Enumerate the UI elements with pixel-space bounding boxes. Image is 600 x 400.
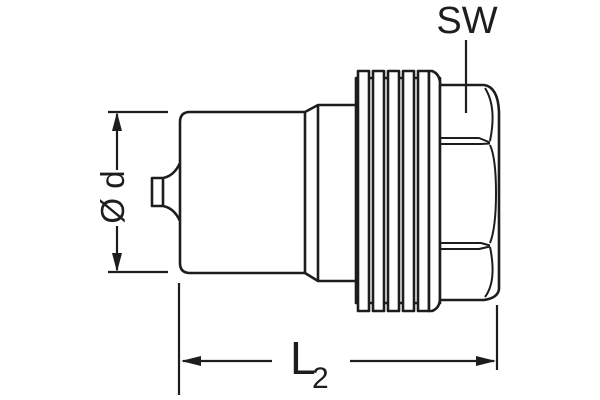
sleeve-body <box>178 110 307 275</box>
collar <box>304 103 359 283</box>
length-label-subscript: 2 <box>312 362 329 395</box>
hex-facet-line <box>440 142 491 145</box>
hex-chamfer-arc <box>489 144 497 244</box>
thread-ridge <box>416 69 431 313</box>
arrowhead-left <box>181 356 201 366</box>
thread-ridge <box>356 69 371 313</box>
thread-ridge <box>386 69 401 313</box>
hex-facet-lines <box>440 87 497 298</box>
length-dimension <box>177 283 499 395</box>
hex-chamfer-arc <box>484 246 494 298</box>
arrowhead-down <box>112 253 122 272</box>
thread-runout <box>427 69 442 313</box>
diameter-label: Ø d <box>94 170 131 223</box>
hex-facet-line <box>440 245 491 250</box>
arrowhead-right <box>476 356 496 366</box>
hex-facet-line <box>440 137 491 144</box>
arrowhead-up <box>112 112 122 131</box>
length-label: L <box>290 332 316 384</box>
thread-ridges <box>356 69 442 313</box>
hex-chamfer-arc <box>484 87 494 142</box>
sw-label: SW <box>436 0 497 42</box>
hex-facet-line <box>440 242 491 247</box>
valve-tip <box>150 162 182 222</box>
diameter-dimension <box>108 110 168 274</box>
thread-ridge <box>401 69 416 313</box>
thread-ridge <box>371 69 386 313</box>
hex-nut <box>438 83 501 302</box>
